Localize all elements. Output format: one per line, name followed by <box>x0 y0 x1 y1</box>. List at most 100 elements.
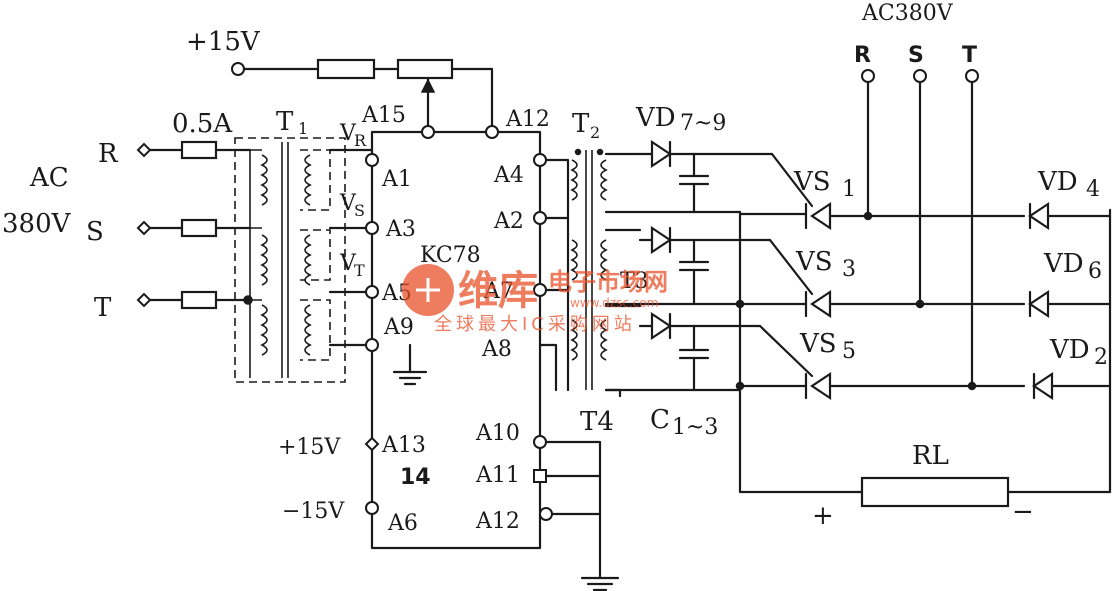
label-t1-sub: 1 <box>298 119 308 138</box>
watermark-brand-suffix: 电子市场网 <box>548 268 668 296</box>
label-vd6-sub: 6 <box>1088 259 1102 284</box>
label-vd4-sub: 4 <box>1086 177 1100 202</box>
pin-a4 <box>533 153 547 167</box>
watermark-tagline: 全球最大IC采购网站 <box>434 314 636 335</box>
label-vd-top: VD <box>635 103 676 133</box>
label-t4: T4 <box>580 407 614 437</box>
label-minus: − <box>1012 497 1034 527</box>
pin-a13 <box>364 436 380 452</box>
pin-a11 <box>533 469 547 483</box>
ground-icon-bottom <box>580 576 620 591</box>
label-s-top: S <box>908 43 924 68</box>
label-vr: V <box>339 121 357 146</box>
capacitor-c3 <box>678 324 710 392</box>
pin-a12-top <box>485 125 499 139</box>
pin-a10 <box>533 435 547 449</box>
pin-a3 <box>365 221 379 235</box>
terminal-s-top <box>913 69 927 83</box>
label-vs1: VS <box>793 167 831 197</box>
terminal-t-top <box>965 69 979 83</box>
label-380v: 380V <box>2 209 72 239</box>
ground-icon-a9 <box>392 370 428 386</box>
fuse-s <box>180 218 218 238</box>
label-a4: A4 <box>493 163 524 188</box>
label-vs: V <box>339 191 357 216</box>
fuse-r <box>180 140 218 160</box>
label-vt: V <box>339 251 357 276</box>
label-phase-s: S <box>86 217 104 247</box>
label-t3: T3 <box>620 269 649 294</box>
watermark-brand: 维库 <box>458 268 538 314</box>
capacitor-c2 <box>678 238 710 306</box>
label-ic14: 14 <box>400 465 431 490</box>
gate-rectifiers <box>604 139 774 392</box>
t1-dashed-frame <box>234 137 346 383</box>
label-t2: T <box>572 109 590 139</box>
label-a8: A8 <box>481 337 512 362</box>
label-vd6: VD <box>1043 249 1084 279</box>
label-vs1-sub: 1 <box>842 177 856 202</box>
label-a13: A13 <box>381 433 426 458</box>
label-phase-t: T <box>94 293 112 323</box>
label-rl: RL <box>912 441 949 471</box>
wiper-arrow-icon <box>420 78 436 93</box>
label-a15: A15 <box>361 103 406 128</box>
label-a3: A3 <box>385 217 416 242</box>
label-a1: A1 <box>381 167 412 192</box>
label-a6: A6 <box>387 511 418 536</box>
label-kc78: KC78 <box>420 243 481 268</box>
potentiometer-top <box>396 58 454 80</box>
label-pos15-top: +15V <box>186 27 261 57</box>
top-supply-line <box>231 58 494 134</box>
label-t-top: T <box>962 43 977 68</box>
label-a12-top: A12 <box>505 107 550 132</box>
pin-a2 <box>533 211 547 225</box>
label-pos15: +15V <box>278 435 341 460</box>
label-fuse-rating: 0.5A <box>172 109 233 139</box>
label-a9: A9 <box>383 315 414 340</box>
label-t1: T <box>276 107 294 137</box>
ic-14 <box>364 398 620 591</box>
label-a11: A11 <box>475 463 520 488</box>
label-vs5-sub: 5 <box>842 339 856 364</box>
label-vs3-sub: 3 <box>842 257 856 282</box>
pin-a1 <box>365 153 379 167</box>
pin-a15 <box>421 125 435 139</box>
pin-a5 <box>365 285 379 299</box>
pin-a6 <box>365 501 379 515</box>
terminal-r-top <box>861 69 875 83</box>
label-vt-sub: T <box>354 261 365 280</box>
label-a2: A2 <box>493 209 524 234</box>
label-ac380-top: AC380V <box>861 1 954 26</box>
load-resistor-rl <box>860 476 1010 508</box>
label-a12-bottom: A12 <box>475 509 520 534</box>
label-r-top: R <box>854 43 871 68</box>
label-cap-sub: 1~3 <box>672 415 718 440</box>
pulse-transformers <box>544 148 642 398</box>
label-vd-top-sub: 7~9 <box>680 111 726 136</box>
fuse-t <box>180 290 218 310</box>
label-vr-sub: R <box>354 131 367 150</box>
label-vs3: VS <box>795 247 833 277</box>
label-vd2-sub: 2 <box>1094 345 1108 370</box>
label-a10: A10 <box>475 421 520 446</box>
resistor-top <box>316 58 376 80</box>
terminal-t-in <box>136 292 152 308</box>
capacitor-c1 <box>678 152 710 214</box>
label-neg15: −15V <box>282 499 345 524</box>
label-plus: + <box>812 501 834 531</box>
terminal-s-in <box>136 220 152 236</box>
label-phase-r: R <box>98 139 119 169</box>
thyristor-bridge <box>735 152 1112 508</box>
label-vs5: VS <box>799 329 837 359</box>
label-t2-sub: 2 <box>590 123 600 142</box>
ac380-top <box>861 69 979 388</box>
label-ac: AC <box>29 163 69 193</box>
pin-a12-bottom <box>539 507 553 521</box>
pin-a9 <box>365 338 379 352</box>
label-vd2: VD <box>1049 335 1090 365</box>
terminal-r-in <box>136 142 152 158</box>
ic-kc78 <box>365 125 558 402</box>
watermark-url: www.dzsc.com <box>570 296 658 310</box>
